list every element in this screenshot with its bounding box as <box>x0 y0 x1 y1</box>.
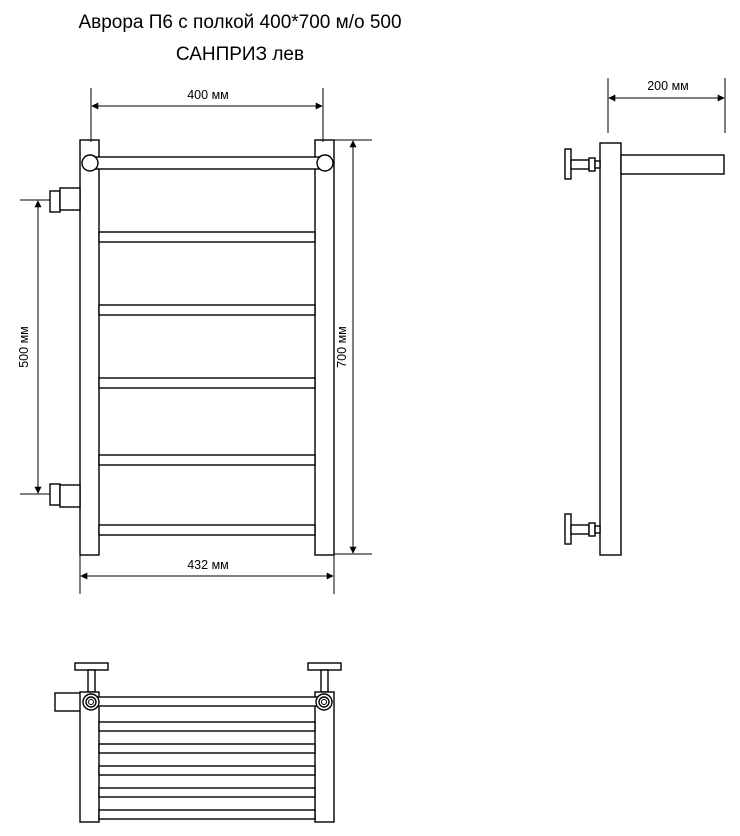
dim-500: 500 мм <box>17 326 31 368</box>
top-view <box>54 662 342 823</box>
dim-400: 400 мм <box>187 88 229 102</box>
left-rail-cap <box>81 154 99 172</box>
dim-700: 700 мм <box>335 326 349 368</box>
side-shelf <box>620 154 725 175</box>
lower-valve <box>564 513 601 545</box>
top-left-connector <box>54 692 82 712</box>
right-rail-cap <box>316 154 334 172</box>
upper-valve <box>564 148 601 180</box>
rung <box>98 524 316 536</box>
upper-connector <box>49 187 81 213</box>
left-nut <box>82 693 100 711</box>
dim-432: 432 мм <box>187 558 229 572</box>
right-nut <box>315 693 333 711</box>
right-valve-handle <box>307 662 342 671</box>
lower-connector <box>49 483 81 508</box>
rung <box>98 231 316 243</box>
left-upright <box>79 139 100 556</box>
front-view: 400 мм 432 мм 700 мм 500 мм <box>17 88 372 594</box>
side-view: 200 мм <box>564 78 726 556</box>
dim-200: 200 мм <box>647 79 689 93</box>
shelf-rail <box>88 156 326 170</box>
right-upright <box>314 139 335 556</box>
side-upright <box>599 142 622 556</box>
top-right-upright <box>314 691 335 823</box>
drawing-title: Аврора П6 с полкой 400*700 м/о 500 <box>78 12 402 33</box>
left-valve-handle <box>74 662 109 671</box>
rung <box>98 377 316 389</box>
top-left-upright <box>79 691 100 823</box>
rung <box>98 304 316 316</box>
rung <box>98 454 316 466</box>
drawing-subtitle: САНПРИЗ лев <box>175 44 305 65</box>
